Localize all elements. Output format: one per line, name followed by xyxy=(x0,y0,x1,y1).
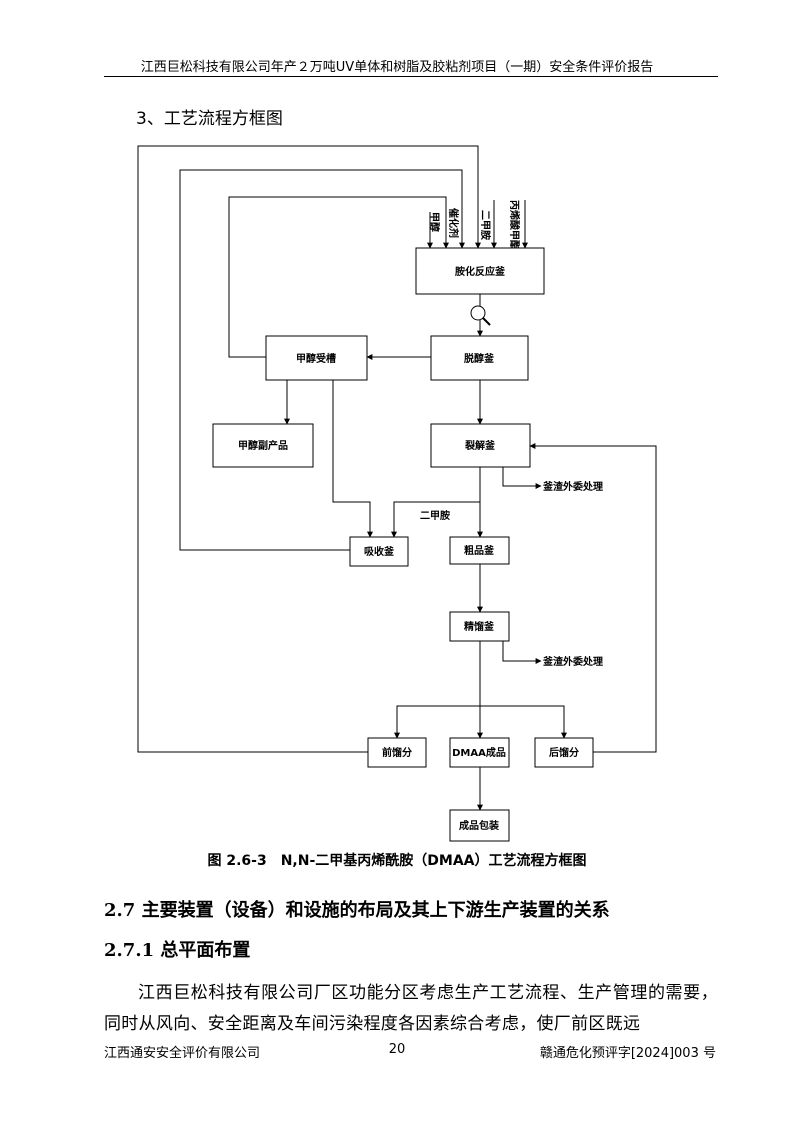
arrow-methanol-to-absorber xyxy=(332,380,373,538)
box-distill-label: 精馏釜 xyxy=(464,620,495,633)
arrow-distill-residue xyxy=(502,641,542,664)
box-packaging-label: 成品包装 xyxy=(459,819,499,832)
loop-back-to-cracking xyxy=(529,443,657,753)
page-header-title: 江西巨松科技有限公司年产２万吨UV单体和树脂及胶粘剂项目（一期）安全条件评价报告 xyxy=(140,60,654,75)
arrow-dimethylamine-to-absorber xyxy=(391,501,480,538)
box-reactor xyxy=(415,247,545,295)
box-back-label: 后馏分 xyxy=(549,746,579,759)
arrow-to-back xyxy=(480,705,567,739)
box-product xyxy=(449,737,510,768)
box-cracking xyxy=(430,423,531,468)
box-packaging xyxy=(449,809,510,842)
loop-front-to-top xyxy=(137,145,481,753)
label-dimethylamine: 二甲胺 xyxy=(420,509,450,522)
input-label-4: 丙烯酸甲酯 xyxy=(508,200,521,250)
section-2-7-heading: 2.7 主要装置（设备）和设施的布局及其上下游生产装置的关系 xyxy=(104,900,610,921)
arrow-cracking-residue xyxy=(502,467,542,489)
input-label-2: 催化剂 xyxy=(447,208,460,238)
arrow-to-front xyxy=(394,705,480,739)
figure-caption: 图 2.6-3 N,N-二甲基丙烯酰胺（DMAA）工艺流程方框图 xyxy=(207,853,587,869)
loop-absorber-to-top xyxy=(179,169,465,551)
process-flow-diagram: 甲醇 催化剂 二甲胺 丙烯酸甲酯 胺化反应釜 甲醇受槽 脱醇釜 甲醇副产品 裂解… xyxy=(137,145,657,842)
box-cracking-label: 裂解釜 xyxy=(464,439,496,452)
input-label-3: 二甲胺 xyxy=(479,210,492,240)
box-methanol-byproduct xyxy=(212,423,314,468)
box-back xyxy=(534,737,594,768)
box-absorber xyxy=(349,536,409,567)
label-residue-2: 釜渣外委处理 xyxy=(542,655,603,668)
box-methanol-receiver xyxy=(265,335,368,381)
box-crude-label: 粗品釜 xyxy=(464,544,495,557)
section-2-7-1-heading: 2.7.1 总平面布置 xyxy=(104,940,251,961)
box-front xyxy=(367,737,427,768)
box-reactor-label: 胺化反应釜 xyxy=(455,265,506,278)
box-dealcohol-label: 脱醇釜 xyxy=(464,352,495,365)
box-crude xyxy=(449,536,510,565)
section-heading: 3、工艺流程方框图 xyxy=(136,109,283,129)
header-divider xyxy=(104,76,718,77)
box-methanol-receiver-label: 甲醇受槽 xyxy=(296,352,336,365)
footer-company: 江西通安安全评价有限公司 xyxy=(104,1046,261,1061)
box-product-label: DMAA成品 xyxy=(452,746,506,759)
box-distill xyxy=(449,611,510,642)
body-paragraph: 江西巨松科技有限公司厂区功能分区考虑生产工艺流程、生产管理的需要，同时从风向、安… xyxy=(104,983,718,1034)
box-front-label: 前馏分 xyxy=(382,746,412,759)
footer-doc-number: 赣通危化预评字[2024]003 号 xyxy=(539,1046,716,1061)
box-methanol-byproduct-label: 甲醇副产品 xyxy=(238,439,288,452)
footer-page-number: 20 xyxy=(388,1042,406,1057)
box-dealcohol xyxy=(430,335,529,381)
magnifier-icon xyxy=(470,305,491,326)
box-absorber-label: 吸收釜 xyxy=(364,545,395,558)
input-label-1: 甲醇 xyxy=(428,212,441,232)
label-residue-1: 釜渣外委处理 xyxy=(542,480,603,493)
loop-methanol-to-top xyxy=(228,196,449,358)
